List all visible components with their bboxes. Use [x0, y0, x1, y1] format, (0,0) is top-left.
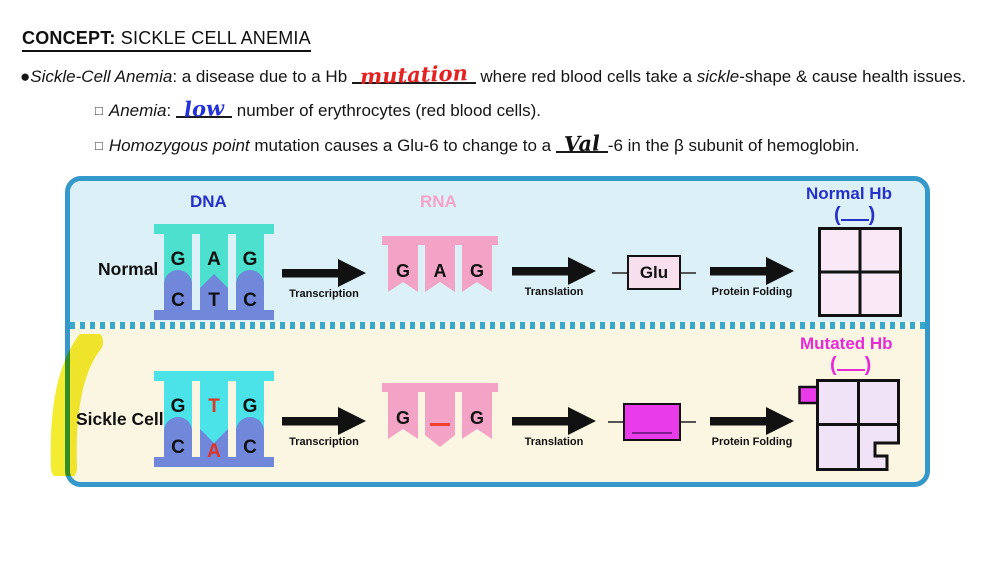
normal-hb-graphic: [818, 227, 902, 317]
line2-text: number of erythrocytes (red blood cells)…: [232, 101, 541, 120]
row-label-normal: Normal: [98, 259, 159, 279]
peptide-line: [608, 421, 623, 423]
row-label-sickle-cell: Sickle Cell: [76, 409, 164, 429]
mutated-amino-acid: [608, 403, 696, 441]
mutated-hb-blank-parens: (): [830, 355, 871, 375]
page-title: CONCEPT: SICKLE CELL ANEMIA: [22, 28, 311, 52]
handwritten-val: Val: [563, 130, 601, 157]
line1-text-a: : a disease due to a Hb: [172, 67, 352, 86]
dna-base: G: [243, 396, 258, 417]
dna-base-mutated: T: [208, 396, 220, 417]
sickle-dna-graphic: G T G C A C: [154, 371, 274, 467]
arrow-icon: [710, 257, 794, 285]
term-anemia: Anemia: [108, 101, 167, 120]
dna-base: T: [208, 290, 220, 311]
line1-text-b: where red blood cells take a: [475, 67, 697, 86]
rna-base: G: [396, 408, 410, 428]
step-label-translation: Translation: [524, 286, 584, 298]
paren-open: (: [834, 204, 841, 226]
dna-base: G: [171, 396, 186, 417]
rna-base: G: [396, 261, 410, 281]
central-dogma-panel: DNA RNA Normal Hb () Normal G A G C T C …: [65, 176, 930, 487]
line2-colon: :: [166, 101, 176, 120]
sickle-rna-graphic: G G: [382, 383, 498, 447]
peptide-line: [612, 271, 627, 274]
term-sickle-cell-anemia: Sickle-Cell Anemia: [30, 67, 173, 86]
rna-base: G: [470, 408, 484, 428]
dotted-divider: [70, 322, 925, 329]
notched-subunit: [857, 423, 900, 471]
glu-box: Glu: [627, 255, 681, 290]
arrow-icon: [282, 407, 366, 435]
dna-base: C: [171, 437, 185, 458]
dna-base: C: [243, 290, 257, 311]
note-line-sickle-cell-anemia: ●Sickle-Cell Anemia: a disease due to a …: [20, 60, 967, 89]
dna-base: G: [171, 249, 186, 270]
arrow-icon: [282, 259, 366, 287]
note-line-anemia: □ Anemia: low number of erythrocytes (red…: [95, 95, 541, 122]
arrow-icon: [512, 407, 596, 435]
concept-label: CONCEPT:: [22, 28, 116, 48]
mutated-hb-graphic: [798, 379, 900, 471]
line1-text-c: -shape & cause health issues.: [739, 67, 967, 86]
line1-italic-sickle: sickle: [696, 67, 740, 86]
mutated-amino-box: [623, 403, 681, 441]
paren-close: ): [864, 354, 872, 376]
bullet-icon: ●: [20, 67, 31, 86]
term-homozygous-point: Homozygous point: [108, 136, 250, 155]
dna-base: C: [171, 290, 185, 311]
dna-base: A: [207, 249, 221, 270]
normal-hb-blank-parens: (): [834, 205, 875, 225]
concept-title: SICKLE CELL ANEMIA: [115, 28, 311, 48]
step-label-transcription: Transcription: [289, 436, 359, 448]
step-label-protein-folding: Protein Folding: [711, 286, 793, 298]
arrow-icon: [512, 257, 596, 285]
dna-base: G: [243, 249, 258, 270]
glu-amino-acid: Glu: [612, 255, 696, 290]
step-label-transcription: Transcription: [289, 288, 359, 300]
blank-line: [840, 205, 869, 221]
yellow-highlighter-mark: [50, 334, 103, 476]
normal-dna-graphic: G A G C T C: [154, 224, 274, 320]
step-label-protein-folding: Protein Folding: [711, 436, 793, 448]
step-label-translation: Translation: [524, 436, 584, 448]
line3-text-a: mutation causes a Glu-6 to change to a: [249, 136, 556, 155]
paren-close: ): [868, 204, 876, 226]
normal-hb-title: Normal Hb: [806, 184, 892, 203]
handwritten-low: low: [183, 95, 225, 122]
arrow-icon: [710, 407, 794, 435]
handwritten-mutation: mutation: [359, 60, 469, 89]
dna-base-mutated: A: [207, 441, 221, 462]
blank-line: [836, 355, 865, 371]
square-bullet-icon: □: [95, 138, 103, 153]
blank-line: [632, 431, 672, 434]
square-bullet-icon: □: [95, 103, 103, 118]
line3-text-b: -6 in the β subunit of hemoglobin.: [607, 136, 860, 155]
mutated-hb-title: Mutated Hb: [800, 334, 893, 353]
rna-base: G: [470, 261, 484, 281]
normal-rna-graphic: G A G: [382, 236, 498, 292]
peptide-line: [681, 271, 696, 274]
dna-column-title: DNA: [190, 192, 227, 211]
rna-column-title: RNA: [420, 192, 457, 211]
rna-blank-line: [430, 423, 450, 426]
paren-open: (: [830, 354, 837, 376]
peptide-line: [681, 421, 696, 423]
rna-base: A: [434, 261, 447, 281]
dna-base: C: [243, 437, 257, 458]
note-line-homozygous: □ Homozygous point mutation causes a Glu-…: [95, 130, 860, 157]
